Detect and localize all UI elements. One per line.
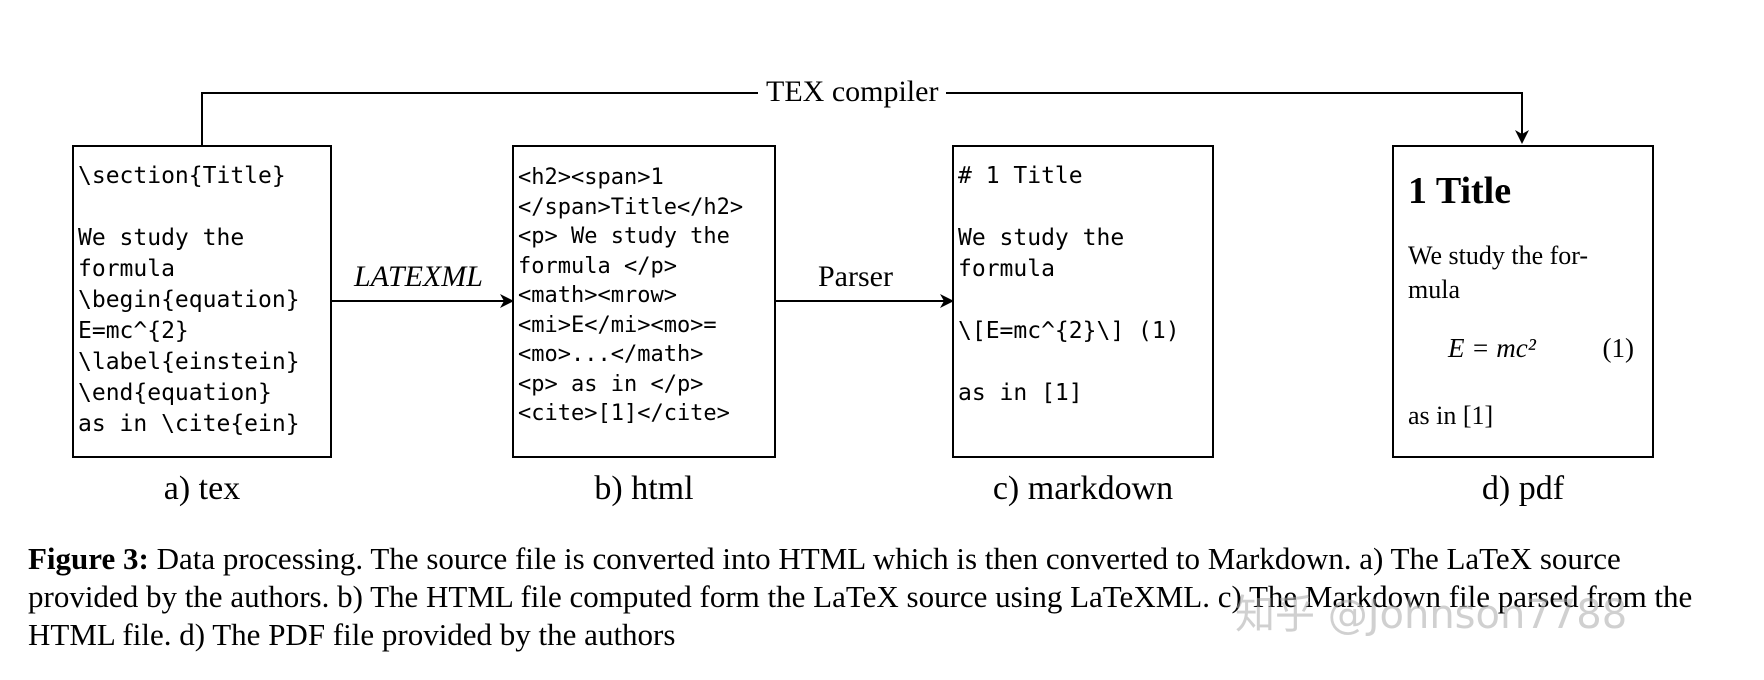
pdf-equation: E = mc²	[1448, 333, 1536, 363]
tex-compiler-edge-label: TEX compiler	[758, 75, 947, 109]
html-box: <h2><span>1 </span>Title</h2> <p> We stu…	[512, 145, 776, 458]
tex-label: a) tex	[163, 470, 241, 507]
markdown-source-code: # 1 Title We study the formula \[E=mc^{2…	[958, 163, 1180, 406]
figure-caption-prefix: Figure 3:	[28, 541, 149, 576]
pdf-citation-text: as in [1]	[1408, 401, 1494, 430]
pdf-equation-number: (1)	[1602, 333, 1634, 363]
watermark: 知乎 @Johnson7788	[1235, 592, 1628, 638]
markdown-box: # 1 Title We study the formula \[E=mc^{2…	[952, 145, 1214, 458]
pdf-box: 1 Title We study the for- mula E = mc² (…	[1392, 145, 1654, 458]
tex-source-code: \section{Title} We study the formula \be…	[78, 163, 300, 437]
markdown-label: c) markdown	[992, 470, 1174, 507]
figure-caption-text: Data processing. The source file is conv…	[28, 541, 1693, 652]
pdf-section-heading: 1 Title	[1408, 170, 1512, 212]
tex-box: \section{Title} We study the formula \be…	[72, 145, 332, 458]
pdf-label: d) pdf	[1481, 470, 1565, 507]
parser-edge-label: Parser	[818, 260, 893, 293]
html-label: b) html	[594, 470, 694, 507]
html-source-code: <h2><span>1 </span>Title</h2> <p> We stu…	[518, 165, 744, 426]
latexml-edge-label: LATEXML	[354, 260, 483, 293]
pdf-body-text: We study the for- mula	[1408, 241, 1589, 304]
figure-caption: Figure 3: Data processing. The source fi…	[28, 540, 1728, 654]
